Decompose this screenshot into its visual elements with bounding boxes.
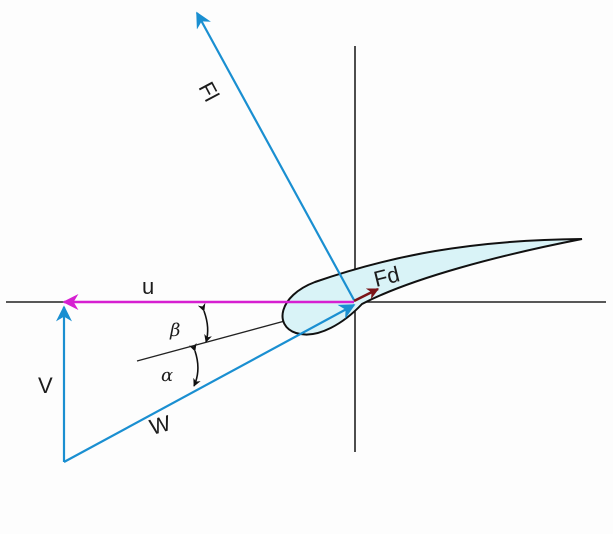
alpha-angle-arc (188, 342, 201, 387)
airfoil (281, 238, 583, 336)
beta-label: β (169, 320, 180, 341)
lift-vector (196, 11, 355, 301)
alpha-label: α (161, 365, 173, 386)
beta-angle-arc (197, 302, 212, 343)
relative-velocity-vector (63, 304, 356, 463)
relative-velocity-label: W (147, 410, 174, 440)
drag-vector (353, 287, 380, 303)
blade-speed-label: u (142, 274, 154, 299)
absolute-velocity-label: V (38, 373, 53, 398)
drag-label: Fd (371, 261, 402, 291)
lift-label: Fl (194, 78, 225, 106)
